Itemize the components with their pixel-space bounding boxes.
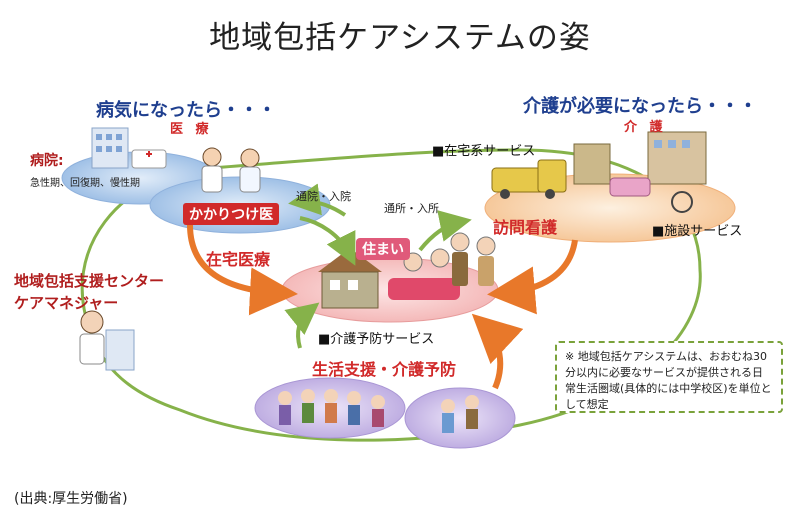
arrow-home-medical (187, 224, 298, 316)
care-manager-label: ケアマネジャー (14, 294, 119, 312)
support-center-label: 地域包括支援センター (14, 272, 165, 290)
hospital-building (91, 127, 167, 169)
hospital-label: 病院: (30, 153, 64, 169)
arrow-commute-hospital (288, 183, 347, 217)
prevention-ellipse-2 (404, 387, 516, 449)
home-services-label: ■在宅系サービス (432, 144, 536, 159)
facility-services-label: ■施設サービス (652, 224, 743, 239)
hospital-types: 急性期、回復期、慢性期 (30, 178, 140, 189)
arrow-commute-facility (418, 210, 472, 252)
care-category: 介 護 (624, 120, 667, 135)
prevention-label: 生活支援・介護予防 (312, 360, 457, 379)
clinic-label: かかりつけ医 (183, 203, 280, 225)
senior-figures (278, 389, 479, 433)
source-label: (出典:厚生労働省) (14, 491, 128, 507)
commute-facility-label: 通所・入所 (384, 202, 439, 215)
arrow-commute-hospital-return (299, 216, 356, 266)
care-heading: 介護が必要になったら・・・ (523, 96, 757, 117)
arrow-prevention-up (284, 302, 320, 349)
care-manager (79, 310, 135, 371)
arrow-visiting-nurse (487, 239, 578, 315)
visiting-nurse-label: 訪問看護 (493, 218, 558, 237)
home-label: 住まい (356, 238, 410, 260)
medical-category: 医 療 (170, 122, 213, 137)
commute-hospital-label: 通院・入院 (296, 190, 351, 203)
page-title: 地域包括ケアシステムの姿 (209, 20, 591, 56)
note-box: ※ 地域包括ケアシステムは、おおむね30分以内に必要なサービスが提供される日常生… (555, 341, 783, 413)
doctor-figures (201, 147, 261, 193)
home-medical-label: 在宅医療 (206, 250, 271, 269)
medical-heading: 病気になったら・・・ (96, 100, 276, 121)
prevention-service-label: ■介護予防サービス (318, 332, 435, 347)
arrow-prevention-support (471, 313, 524, 390)
care-vehicles (491, 131, 707, 213)
